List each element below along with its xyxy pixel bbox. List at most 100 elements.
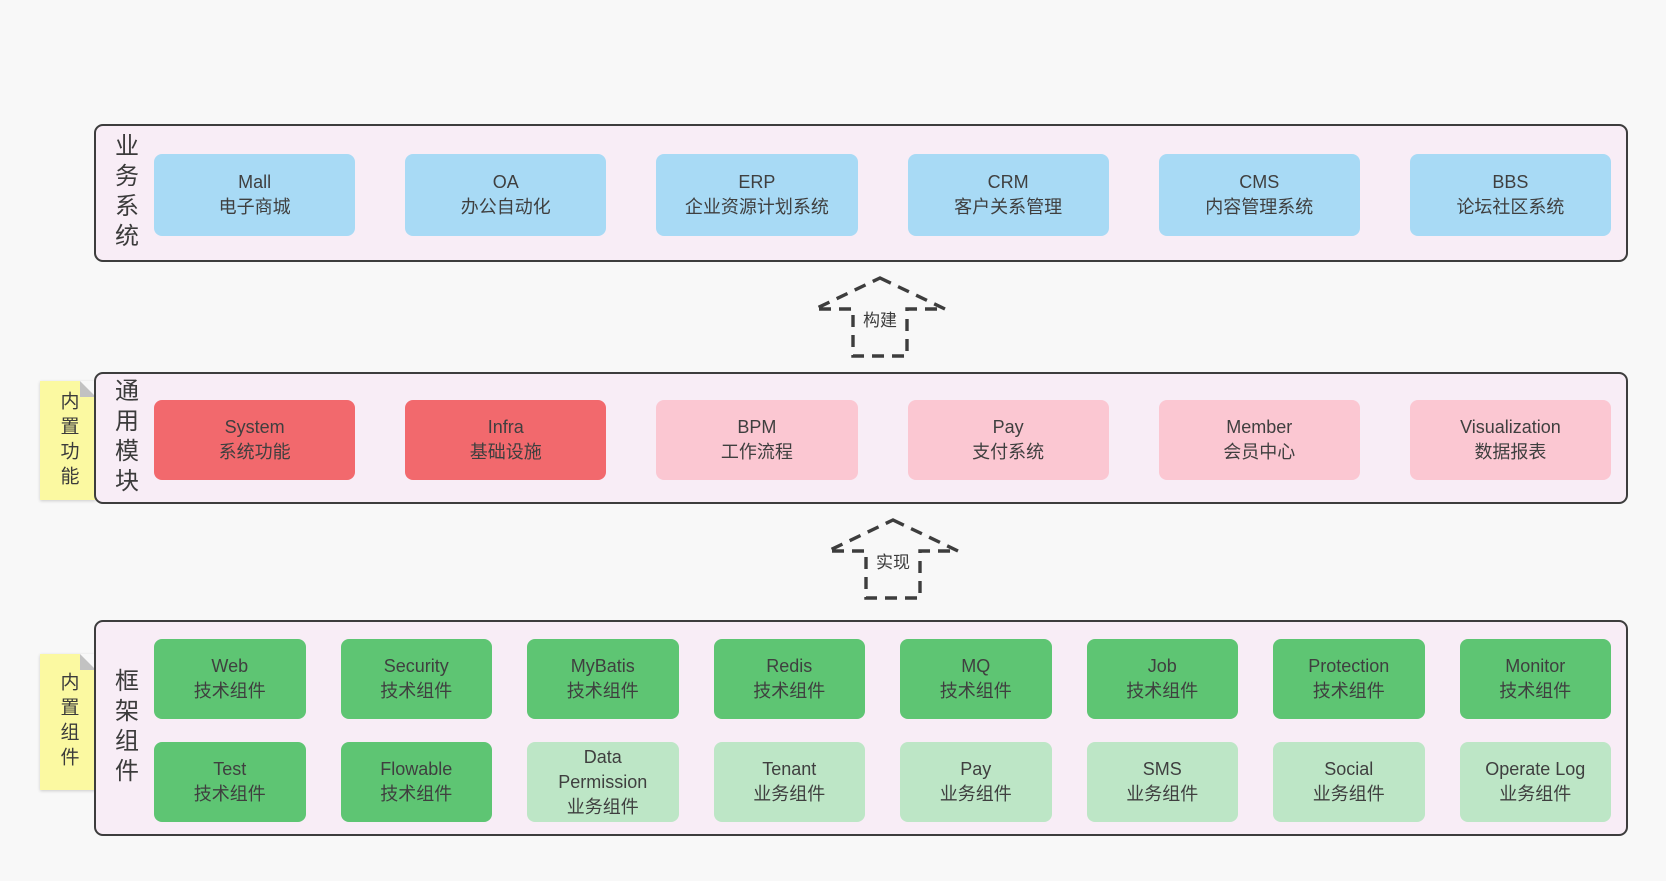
box-title: Visualization: [1460, 417, 1561, 437]
box-subtitle: 会员中心: [1223, 442, 1296, 462]
box-social: Social 业务组件: [1273, 742, 1425, 822]
box-subtitle: 技术组件: [1126, 681, 1199, 701]
build-arrow-label: 构建: [859, 305, 901, 332]
sticky-note-builtin-features: 内置功能: [40, 381, 96, 500]
box-redis: Redis 技术组件: [713, 639, 865, 719]
box-subtitle: 工作流程: [720, 442, 793, 462]
box-title: CMS: [1239, 172, 1280, 192]
box-title: CRM: [987, 172, 1029, 192]
box-mybatis: MyBatis 技术组件: [527, 639, 679, 719]
box-title: Mall: [238, 172, 272, 192]
layer-label-framework-components: 框架组件: [110, 668, 138, 788]
box-subtitle: 技术组件: [1312, 681, 1385, 701]
box-web: Web 技术组件: [154, 639, 306, 719]
business-systems-row: Mall 电子商城 OA 办公自动化 ERP 企业资源计划系统 CRM 客户关系…: [154, 154, 1612, 236]
box-subtitle: 论坛社区系统: [1456, 197, 1565, 217]
box-subtitle: 支付系统: [972, 442, 1045, 462]
box-subtitle: 技术组件: [193, 681, 266, 701]
box-title: Test: [213, 759, 247, 779]
box-title: BPM: [737, 417, 777, 437]
box-title: ERP: [738, 172, 776, 192]
sticky-note-builtin-components: 内置组件: [40, 654, 96, 790]
box-subtitle: 业务组件: [1312, 784, 1385, 804]
box-subtitle: 技术组件: [380, 681, 453, 701]
box-subtitle: 电子商城: [218, 197, 291, 217]
sticky-note-label: 内置组件: [57, 672, 79, 772]
box-protection: Protection 技术组件: [1273, 639, 1425, 719]
box-title: MQ: [961, 656, 991, 676]
box-title: Job: [1147, 656, 1177, 676]
framework-components-row-2: Test 技术组件 Flowable 技术组件 Data Permission …: [154, 742, 1611, 822]
sticky-note-label: 内置功能: [57, 390, 79, 491]
box-cms: CMS 内容管理系统: [1158, 154, 1360, 236]
implement-arrow-label: 实现: [872, 547, 914, 574]
box-sms: SMS 业务组件: [1086, 742, 1238, 822]
box-pay-component: Pay 业务组件: [900, 742, 1052, 822]
box-title: Operate Log: [1485, 759, 1586, 779]
box-erp: ERP 企业资源计划系统: [656, 154, 858, 236]
box-subtitle: 内容管理系统: [1205, 197, 1314, 217]
box-mall: Mall 电子商城: [154, 154, 356, 236]
box-subtitle: 基础设施: [469, 442, 542, 462]
box-subtitle: 技术组件: [193, 784, 266, 804]
box-subtitle: 业务组件: [1126, 784, 1199, 804]
build-arrow: 构建: [812, 275, 948, 359]
box-subtitle: 客户关系管理: [954, 197, 1063, 217]
layer-business-systems: 业务系统 Mall 电子商城 OA 办公自动化 ERP 企业资源计划系统 CRM…: [94, 124, 1628, 262]
box-title: SMS: [1142, 759, 1182, 779]
layer-label-common-modules: 通用模块: [110, 378, 138, 498]
box-title: Member: [1226, 417, 1293, 437]
box-subtitle: 业务组件: [753, 784, 826, 804]
box-mq: MQ 技术组件: [900, 639, 1052, 719]
box-title: Web: [211, 656, 249, 676]
common-modules-row: System 系统功能 Infra 基础设施 BPM 工作流程 Pay 支付系统…: [154, 400, 1612, 480]
box-title: Monitor: [1505, 656, 1566, 676]
box-title: Flowable: [380, 759, 453, 779]
box-operate-log: Operate Log 业务组件: [1459, 742, 1611, 822]
layer-framework-components: 框架组件 Web 技术组件 Security 技术组件 MyBatis 技术组件…: [94, 620, 1628, 836]
box-subtitle: 技术组件: [380, 784, 453, 804]
box-bpm: BPM 工作流程: [656, 400, 858, 480]
box-test: Test 技术组件: [154, 742, 306, 822]
layer-common-modules: 通用模块 System 系统功能 Infra 基础设施 BPM 工作流程 Pay…: [94, 372, 1628, 504]
box-monitor: Monitor 技术组件: [1459, 639, 1611, 719]
box-title: Security: [383, 656, 449, 676]
layer-label-business-systems: 业务系统: [110, 133, 138, 253]
box-infra: Infra 基础设施: [405, 400, 607, 480]
box-visualization: Visualization 数据报表: [1409, 400, 1612, 480]
box-bbs: BBS 论坛社区系统: [1409, 154, 1612, 236]
box-title: Social: [1324, 759, 1374, 779]
box-title: Infra: [487, 417, 524, 437]
box-oa: OA 办公自动化: [405, 154, 607, 236]
box-title: Tenant: [762, 759, 817, 779]
box-title: Protection: [1308, 656, 1390, 676]
box-title: Redis: [766, 656, 813, 676]
box-title: OA: [492, 172, 519, 192]
box-subtitle: 业务组件: [566, 796, 639, 817]
box-title: MyBatis: [570, 656, 635, 676]
implement-arrow: 实现: [825, 517, 961, 601]
box-subtitle: 技术组件: [566, 681, 639, 701]
framework-components-row-1: Web 技术组件 Security 技术组件 MyBatis 技术组件 Redi…: [154, 639, 1611, 719]
box-title: Pay: [960, 759, 992, 779]
box-pay-module: Pay 支付系统: [907, 400, 1109, 480]
box-subtitle: 办公自动化: [460, 197, 551, 217]
box-security: Security 技术组件: [340, 639, 492, 719]
box-crm: CRM 客户关系管理: [907, 154, 1109, 236]
box-title: BBS: [1492, 172, 1529, 192]
box-title: Pay: [992, 417, 1024, 437]
box-subtitle: 数据报表: [1474, 442, 1547, 462]
box-title: Data Permission: [558, 746, 648, 792]
box-data-permission: Data Permission 业务组件: [527, 742, 679, 822]
box-job: Job 技术组件: [1086, 639, 1238, 719]
box-subtitle: 技术组件: [753, 681, 826, 701]
box-subtitle: 企业资源计划系统: [684, 197, 829, 217]
box-subtitle: 业务组件: [939, 784, 1012, 804]
box-title: System: [224, 417, 285, 437]
box-member: Member 会员中心: [1158, 400, 1360, 480]
box-system: System 系统功能: [154, 400, 356, 480]
box-flowable: Flowable 技术组件: [340, 742, 492, 822]
box-subtitle: 技术组件: [939, 681, 1012, 701]
box-subtitle: 系统功能: [218, 442, 291, 462]
